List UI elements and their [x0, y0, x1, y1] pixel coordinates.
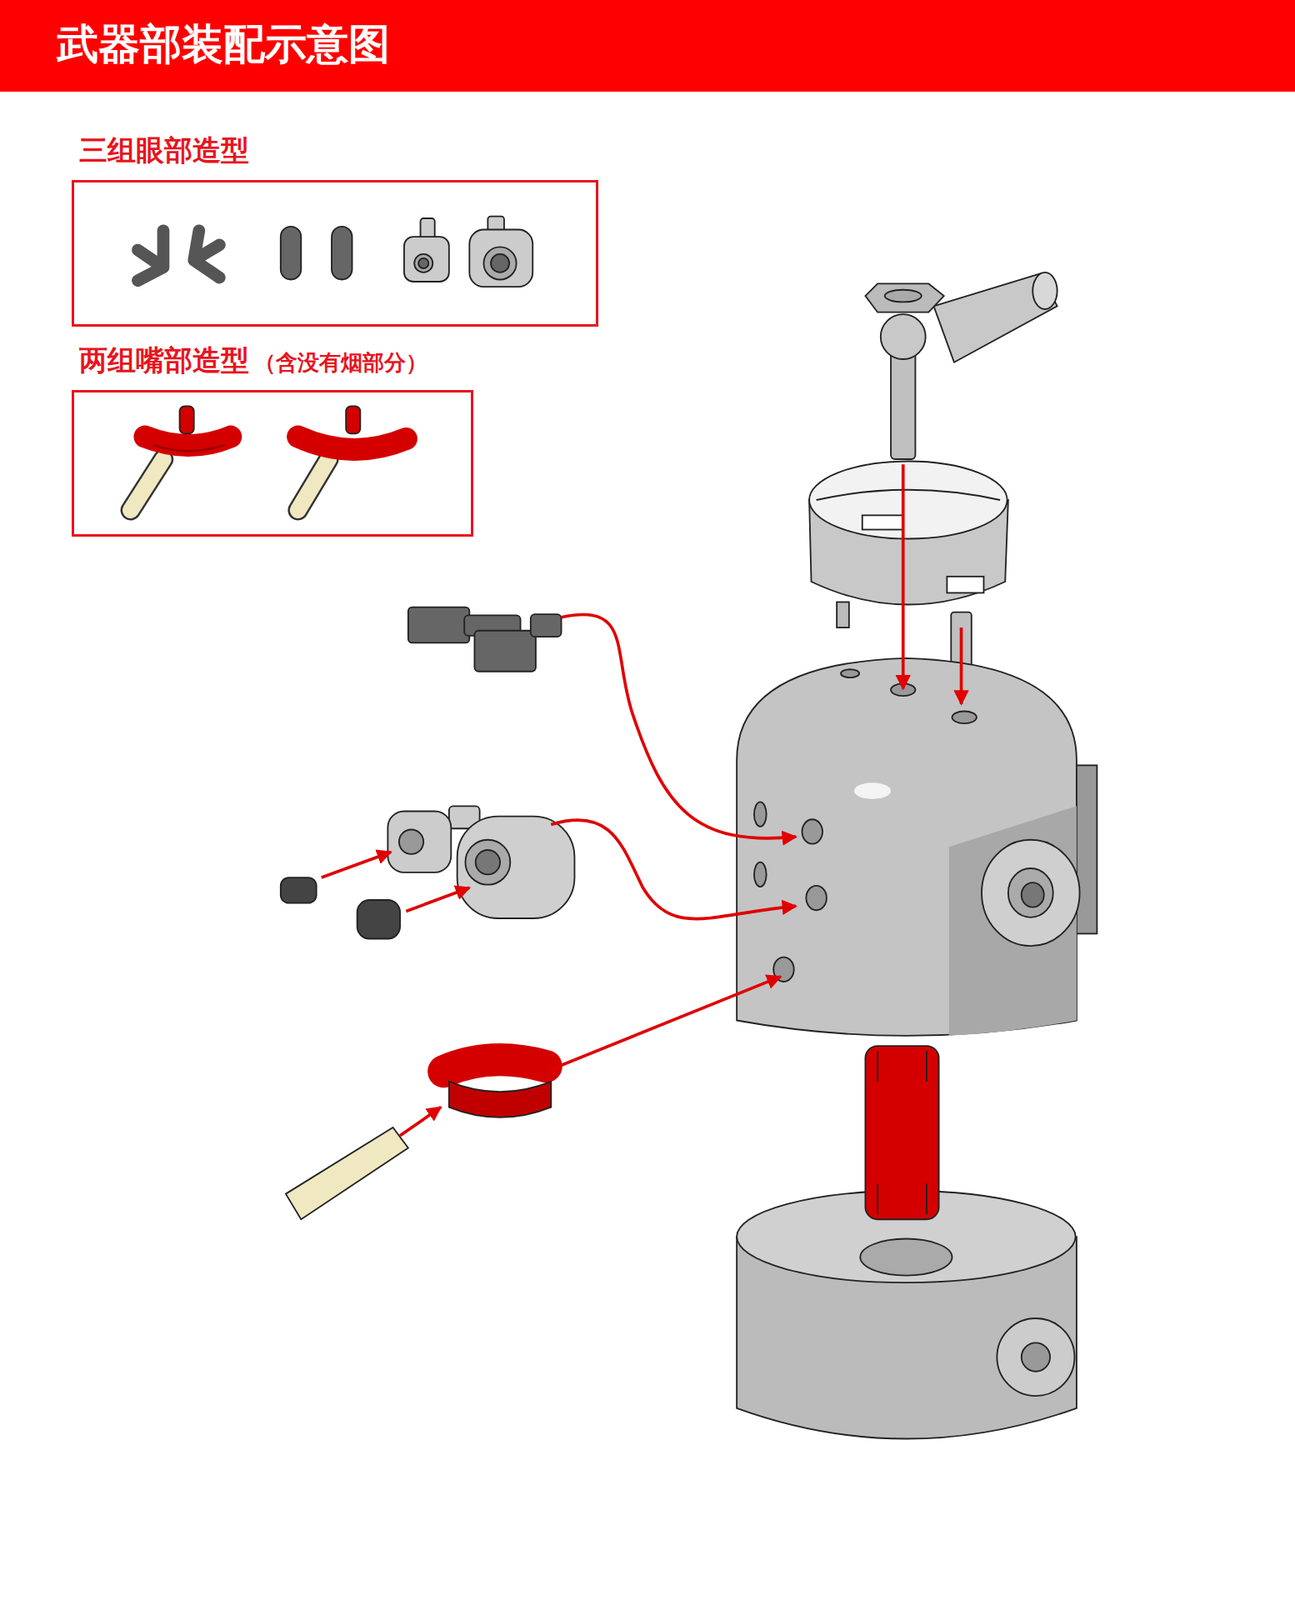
group-heading: 三组眼部造型 — [79, 133, 250, 168]
parts-group-box: 三组眼部造型 — [71, 133, 599, 327]
group-frame — [71, 180, 599, 327]
parts-group-box: 两组嘴部造型（含没有烟部分） — [71, 343, 474, 537]
group-heading: 两组嘴部造型 — [79, 343, 250, 378]
header-bar: 武器部装配示意图 — [0, 0, 1295, 92]
page-title: 武器部装配示意图 — [56, 21, 390, 68]
group-note: （含没有烟部分） — [254, 350, 428, 376]
group-frame — [71, 390, 474, 537]
